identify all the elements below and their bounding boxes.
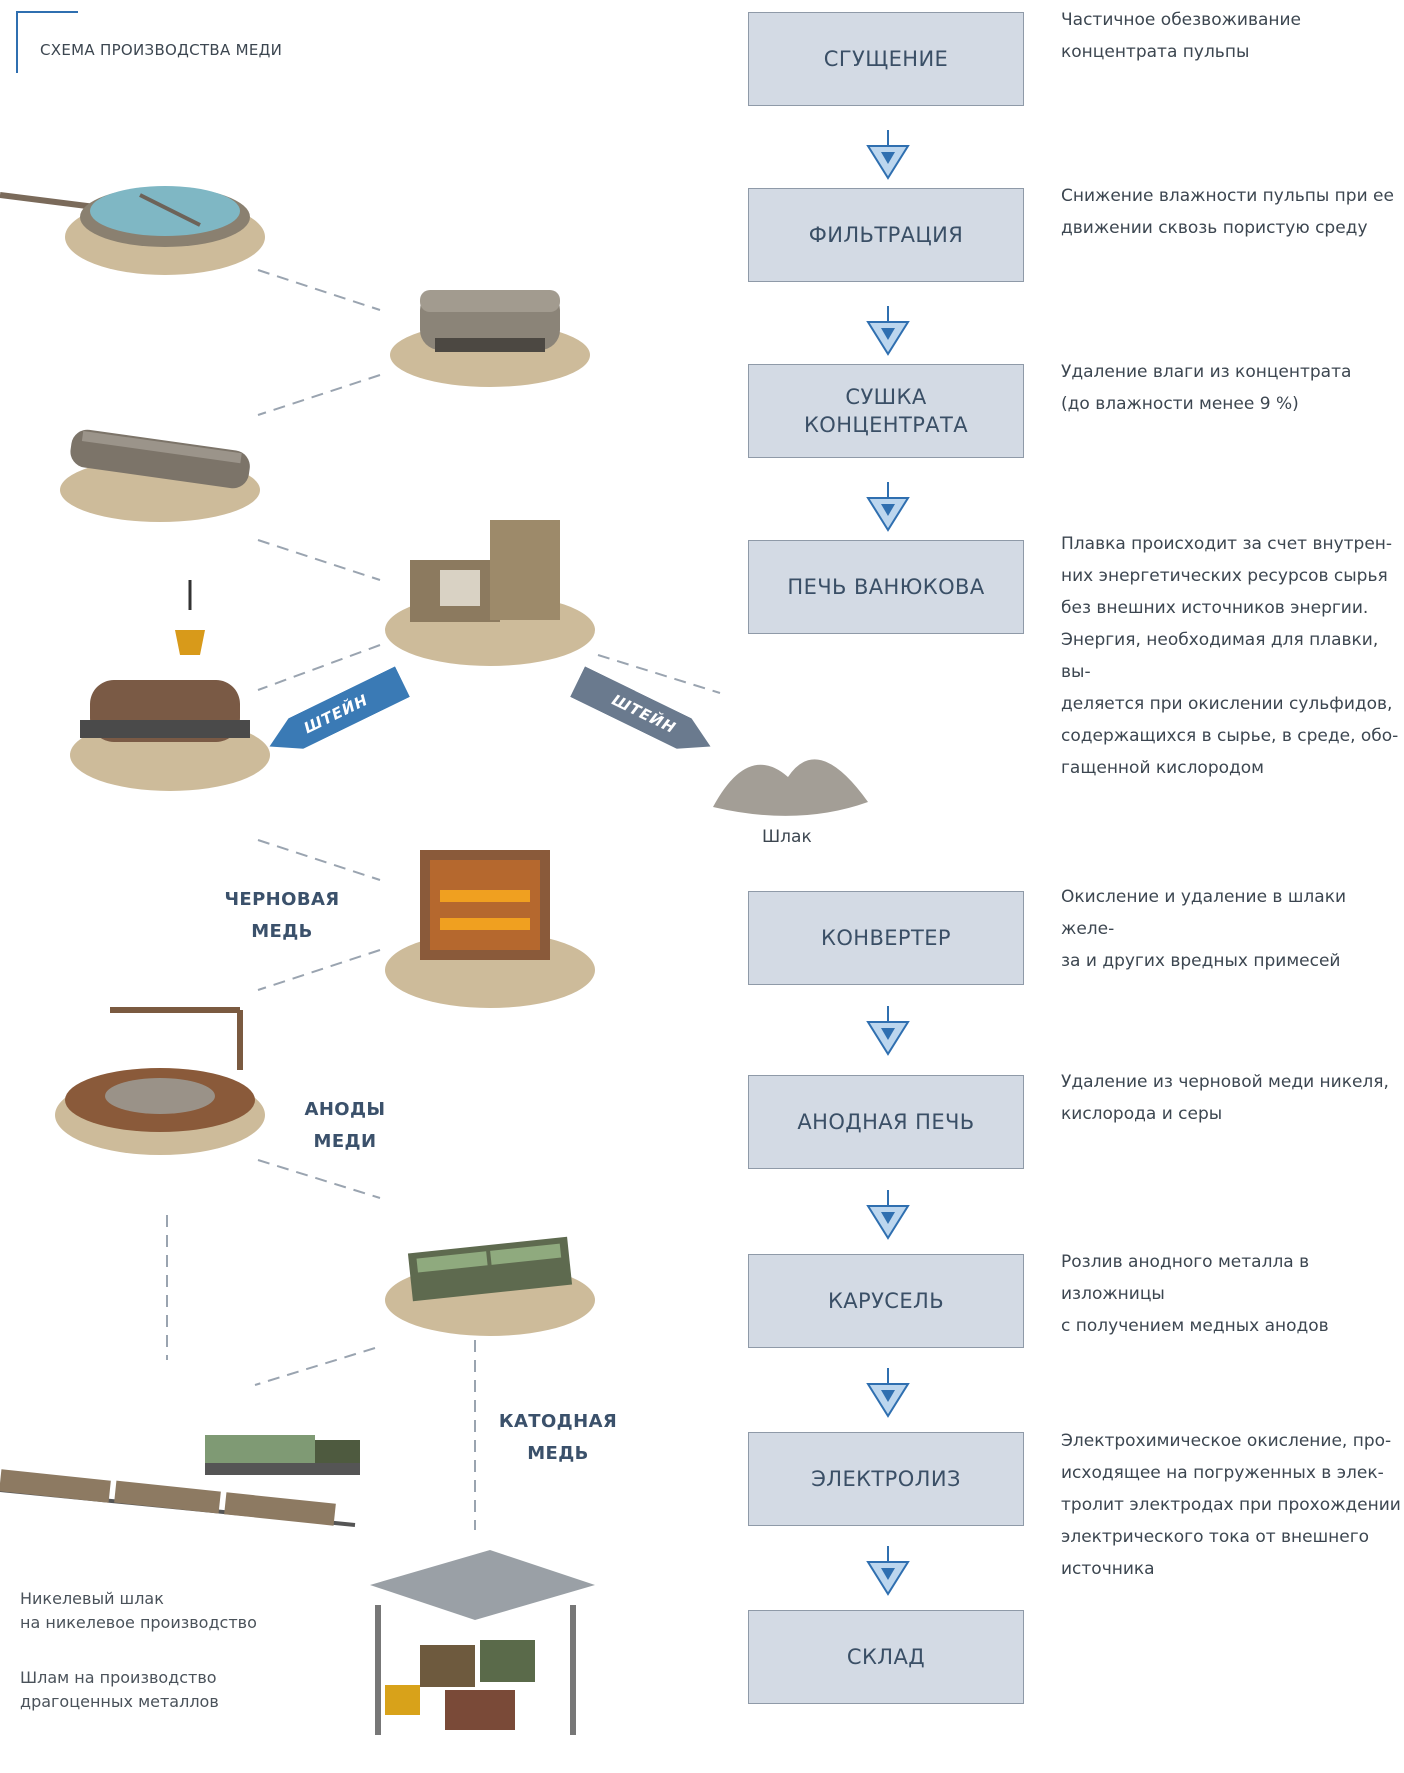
connector-line xyxy=(257,374,381,416)
electrolysis-baths-icon xyxy=(385,1236,595,1336)
step-box-warehouse: СКЛАД xyxy=(748,1610,1024,1704)
connector-line xyxy=(257,949,381,991)
step-box-vanyukov-furnace: ПЕЧЬ ВАНЮКОВА xyxy=(748,540,1024,634)
connector-line xyxy=(254,1347,376,1386)
copper-warehouse-icon xyxy=(370,1550,595,1735)
blister-copper-label: ЧЕРНОВАЯ МЕДЬ xyxy=(224,889,340,942)
flow-arrow-down-icon xyxy=(866,1368,910,1418)
step-box-concentrate-drying: СУШКА КОНЦЕНТРАТА xyxy=(748,364,1024,458)
rotary-dryer-icon xyxy=(60,429,260,522)
step-description-concentrate-drying: Удаление влаги из концентрата (до влажно… xyxy=(1061,362,1352,414)
slag-heap-icon xyxy=(713,759,868,816)
drum-filter-icon xyxy=(390,290,590,387)
converter-ladle-icon xyxy=(70,580,270,791)
page-title: СХЕМА ПРОИЗВОДСТВА МЕДИ xyxy=(40,41,283,59)
thickener-tank-icon xyxy=(0,186,265,275)
nickel-slag-note: Никелевый шлак на никелевое производство xyxy=(20,1589,257,1632)
flow-arrow-down-icon xyxy=(866,1190,910,1240)
connector-line xyxy=(257,269,381,311)
slag-label: Шлак xyxy=(762,827,812,847)
step-box-thickening: СГУЩЕНИЕ xyxy=(748,12,1024,106)
flow-arrow-down-icon xyxy=(866,306,910,356)
step-description-vanyukov-furnace: Плавка происходит за счет внутрен- них э… xyxy=(1061,534,1399,778)
step-description-anode-furnace: Удаление из черновой меди никеля, кислор… xyxy=(1061,1072,1389,1124)
connector-line xyxy=(597,654,721,694)
connector-line xyxy=(257,539,381,581)
step-description-filtration: Снижение влажности пульпы при ее движени… xyxy=(1061,186,1394,238)
flow-arrow-down-icon xyxy=(866,130,910,180)
step-description-electrolysis: Электрохимическое окисление, про- исходя… xyxy=(1061,1431,1401,1579)
connector-line xyxy=(257,644,381,691)
anode-furnace-icon xyxy=(385,850,595,1008)
step-description-converter: Окисление и удаление в шлаки желе- за и … xyxy=(1061,887,1347,971)
step-box-filtration: ФИЛЬТРАЦИЯ xyxy=(748,188,1024,282)
title-corner-bracket xyxy=(16,11,78,73)
casting-carousel-icon xyxy=(55,1007,265,1155)
connector-line xyxy=(257,1159,381,1199)
vanyukov-furnace-icon xyxy=(385,520,595,666)
step-description-carousel: Розлив анодного металла в изложницы с по… xyxy=(1061,1252,1329,1336)
sludge-note: Шлам на производство драгоценных металло… xyxy=(20,1668,219,1711)
copper-anodes-label: АНОДЫ МЕДИ xyxy=(304,1099,386,1152)
flow-arrow-down-icon xyxy=(866,482,910,532)
flow-arrow-down-icon xyxy=(866,1546,910,1596)
flow-arrow-down-icon xyxy=(866,1006,910,1056)
step-box-converter: КОНВЕРТЕР xyxy=(748,891,1024,985)
nickel-slag-rail-truck-icon xyxy=(0,1435,360,1527)
cathode-copper-label: КАТОДНАЯ МЕДЬ xyxy=(498,1411,618,1464)
step-box-anode-furnace: АНОДНАЯ ПЕЧЬ xyxy=(748,1075,1024,1169)
step-box-carousel: КАРУСЕЛЬ xyxy=(748,1254,1024,1348)
connector-line xyxy=(257,839,381,881)
step-box-electrolysis: ЭЛЕКТРОЛИЗ xyxy=(748,1432,1024,1526)
step-description-thickening: Частичное обезвоживание концентрата пуль… xyxy=(1061,10,1302,62)
